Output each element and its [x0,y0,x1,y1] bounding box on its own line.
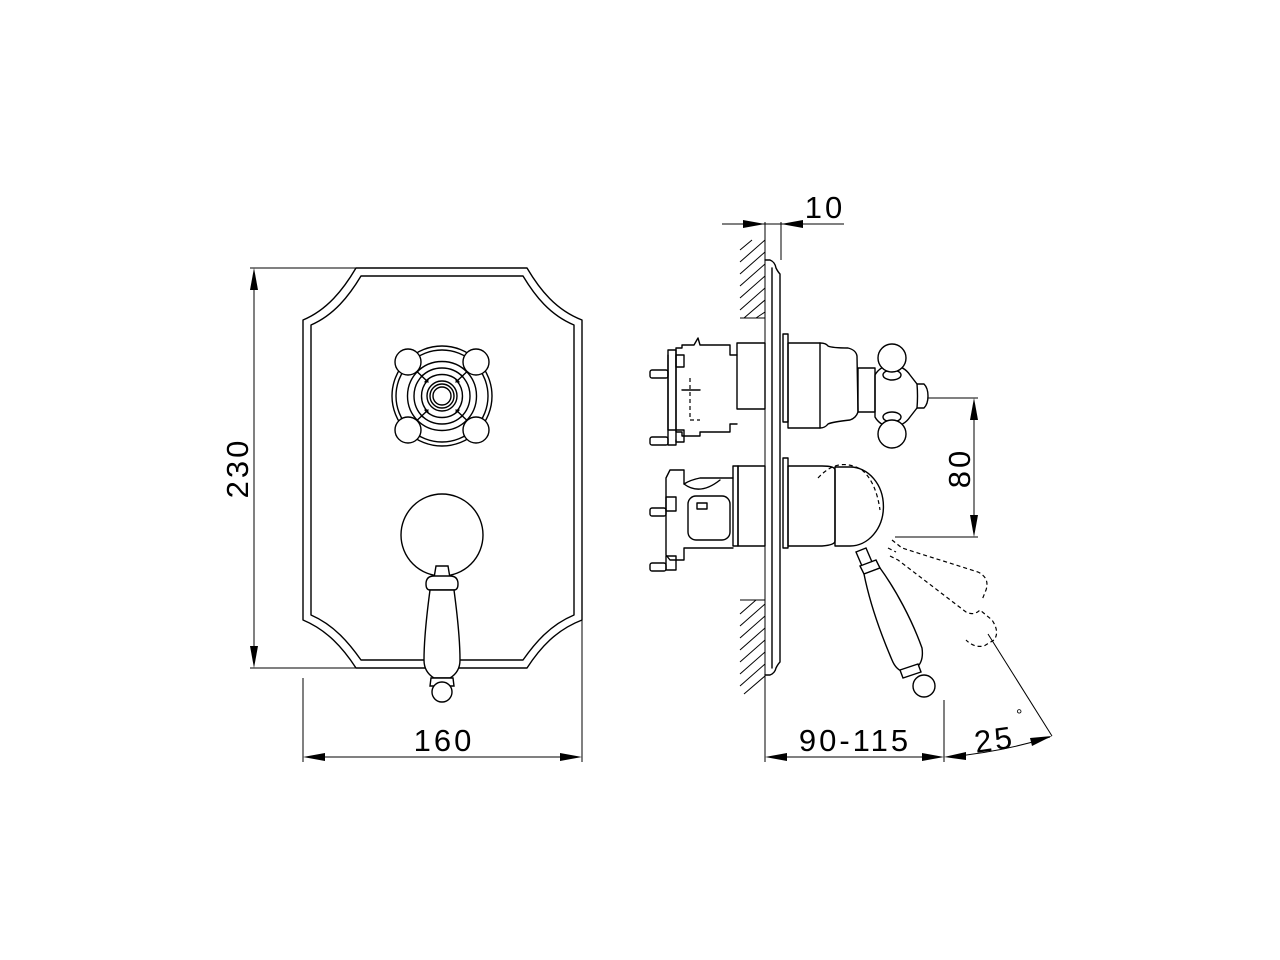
cover-plate-inner [310,275,575,661]
dimension-width: 160 [302,620,583,762]
lever-handle-side-icon [855,539,998,698]
cross-handle-icon [391,345,493,447]
valve-body-lower [649,457,885,572]
dimension-plate-thickness: 10 [722,190,845,228]
lever-handle-icon [400,493,484,703]
wall-section-upper [739,222,766,720]
front-view: 230 160 [220,267,583,762]
cover-plate-profile [764,259,781,676]
dimension-plate-thickness-label: 10 [805,190,845,225]
dimension-handle-spacing-label: 80 [942,448,977,488]
wall-section-lower [739,599,766,695]
dimension-handle-spacing: 80 [895,397,978,538]
dimension-width-label: 160 [414,723,475,758]
dimension-height-label: 230 [220,438,255,499]
dimension-height: 230 [220,267,356,669]
dimension-lever-angle-label: 25 [972,719,1017,759]
dimension-projection: 90-115 [764,700,945,762]
cover-plate-outer [302,267,583,669]
degree-symbol: ° [1016,707,1022,724]
dimension-projection-label: 90-115 [799,723,911,758]
valve-body-upper [649,333,929,449]
side-view: 10 80 90-115 25 ° [649,190,1053,762]
dimension-lever-angle: 25 ° [944,633,1053,760]
